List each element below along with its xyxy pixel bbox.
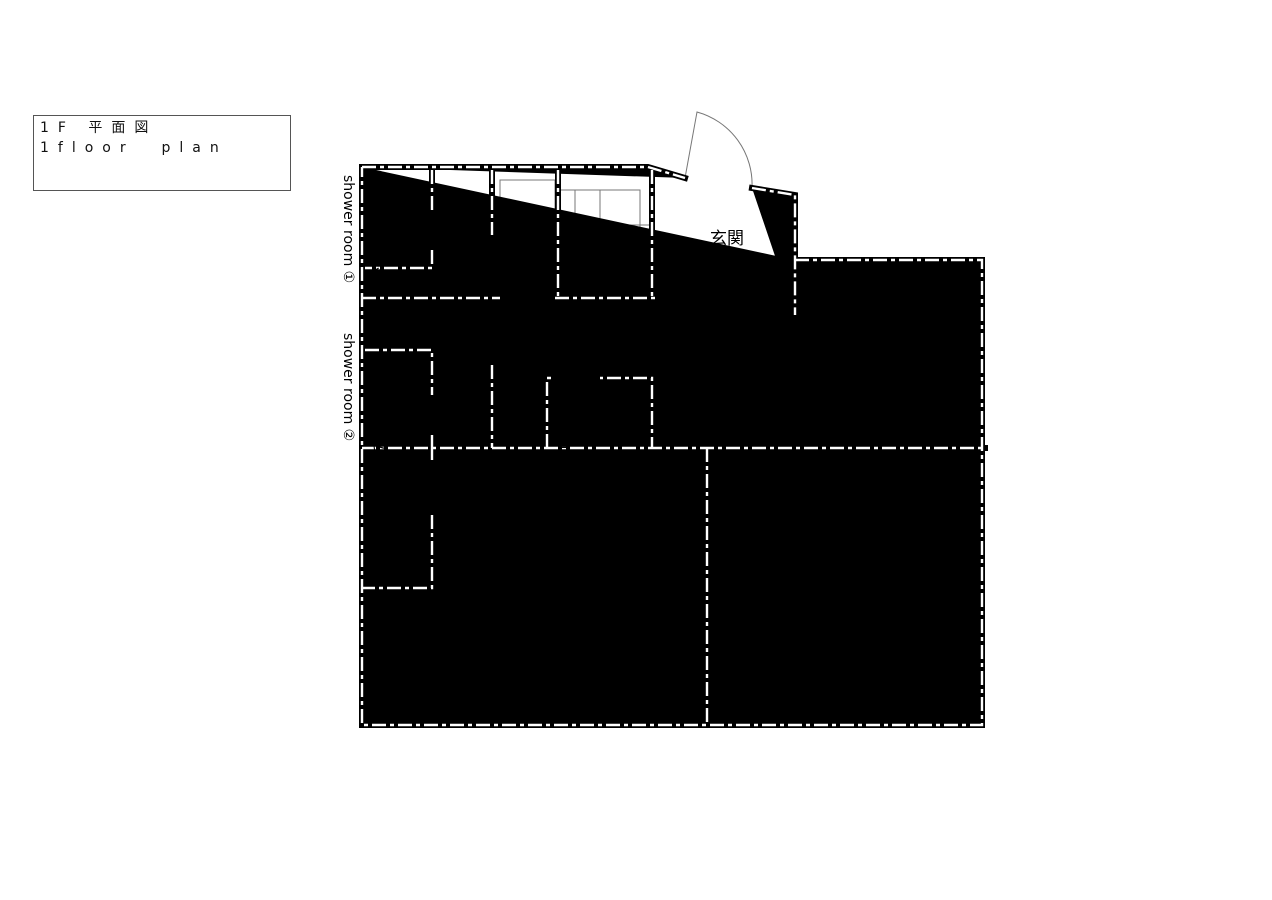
shower2-en-label: shower room ② [340,333,356,441]
tatami1-jp-label: 和室 [557,577,591,597]
tatami2-jp-label: 和室 [832,577,866,597]
shower1-jp-label: シャワールーム [369,175,385,273]
shower1-en-label: shower room ① [340,175,356,283]
toilet-en-label: Toilet ① [554,442,570,497]
kitchen-en-label: kitchen [852,374,915,394]
toilet-jp-label: トイレ 1 [573,404,652,424]
closet-label: 押入 [386,509,420,529]
title-jp: 1F 平面図 [40,120,158,136]
title-en: 1floor plan [40,140,228,156]
tatami1-en-label: tatami room ① [495,604,632,624]
hallway-label: 廊下 [678,340,712,360]
walls [362,167,985,725]
shower2-jp-label: シャワールーム2 [369,358,385,465]
title-box: 1F 平面図 1floor plan [33,115,291,191]
storage-label: 物入 [592,229,626,249]
alcove-label: 床の間 [378,647,429,667]
kitchen-jp-label: キッチン [867,344,935,364]
entrance-label: 玄関 [710,229,744,249]
tatami2-en-label: tatami room ② [770,604,907,624]
